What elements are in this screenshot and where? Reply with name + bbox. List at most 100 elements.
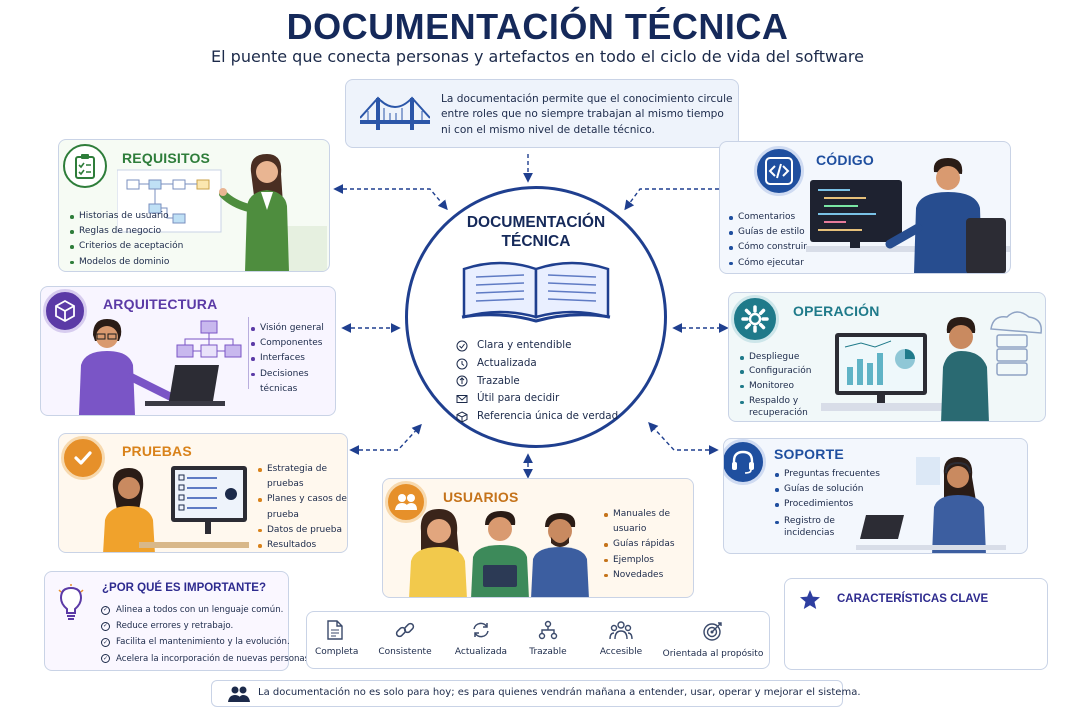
- quality-label: Referencia única de verdad: [477, 410, 619, 423]
- list-item: Comentarios: [728, 210, 807, 225]
- list-item: Planes y casos de prueba: [257, 492, 347, 522]
- coder-at-monitor-illustration: [806, 158, 1010, 273]
- list-item: ✓ Acelera la incorporación de nuevas pers…: [101, 651, 312, 667]
- list-item: Interfaces: [250, 351, 335, 366]
- list-item: Configuración: [739, 364, 817, 378]
- quality-label: Actualizada: [477, 356, 537, 369]
- feature-label: Consistente: [378, 647, 432, 657]
- headset-icon: [724, 439, 766, 485]
- list-item: Guías de estilo: [728, 225, 807, 240]
- soporte-list: Preguntas frecuentes Guías de solución P…: [774, 467, 880, 539]
- center-qualities: Clara y entendible Actualizada Trazable …: [456, 337, 618, 426]
- list-item: Guías de solución: [774, 482, 880, 497]
- feature-label: Completa: [315, 647, 359, 657]
- star-icon: [800, 590, 820, 609]
- feature-actualizada: Actualizada: [451, 620, 511, 657]
- checkmark-icon: [61, 436, 105, 480]
- arquitectura-list: Visión general Componentes Interfaces De…: [250, 321, 335, 397]
- ops-dashboard-illustration: [821, 311, 1042, 421]
- list-item: Monitoreo: [739, 379, 817, 393]
- center-title: DOCUMENTACIÓN TÉCNICA: [408, 213, 664, 251]
- pruebas-list: Estrategia de pruebas Planes y casos de …: [257, 462, 347, 552]
- document-icon: [327, 620, 343, 640]
- intro-text: La documentación permite que el conocimi…: [441, 93, 733, 136]
- check-circle-icon: ✓: [101, 621, 110, 631]
- node-arquitectura: ARQUITECTURA Visión general Componentes …: [40, 286, 336, 416]
- check-circle-icon: [456, 340, 468, 352]
- code-icon: [754, 146, 804, 196]
- feature-label: Accesible: [599, 647, 643, 657]
- pruebas-title: PRUEBAS: [122, 443, 192, 459]
- list-item: ✓Facilita el mantenimiento y la evolució…: [101, 634, 312, 650]
- cube-icon: [456, 411, 468, 423]
- node-pruebas: PRUEBAS Estrategia de pruebas Planes y c…: [58, 433, 348, 553]
- list-item: Modelos de dominio: [69, 255, 183, 270]
- feature-orientada: Orientada al propósito: [659, 620, 767, 659]
- requisitos-title: REQUISITOS: [122, 150, 211, 166]
- list-item: Componentes: [250, 336, 335, 351]
- divider: [248, 317, 249, 389]
- cube-network-icon: [43, 289, 87, 333]
- key-characteristics-box: CARACTERÍSTICAS CLAVE: [784, 578, 1048, 670]
- operacion-list: Despliegue Configuración Monitoreo Respa…: [739, 350, 817, 419]
- feature-label: Trazable: [529, 647, 567, 657]
- lightbulb-icon: [58, 584, 84, 620]
- feature-consistente: Consistente: [377, 620, 433, 657]
- list-item: Criterios de aceptación: [69, 239, 183, 254]
- list-item: ✓ Reduce errores y retrabajo.: [101, 618, 312, 634]
- list-item: Novedades: [603, 568, 693, 583]
- why-item-label: Reduce errores y retrabajo.: [116, 621, 234, 632]
- developer-laptop-illustration: [79, 319, 225, 415]
- tester-monitor-illustration: [103, 466, 249, 552]
- clock-icon: [456, 358, 468, 370]
- feature-trazable: Trazable: [525, 620, 571, 657]
- node-requisitos: REQUISITOS Historias de usuario Reglas d…: [58, 139, 330, 272]
- quality-item: Útil para decidir: [456, 390, 618, 408]
- refresh-icon: [473, 622, 489, 638]
- list-item: Estrategia de pruebas: [257, 462, 347, 492]
- list-item: Cómo ejecutar: [728, 256, 807, 271]
- check-circle-icon: ✓: [101, 654, 110, 664]
- why-item-label: Acelera la incorporación de nuevas perso…: [116, 653, 312, 664]
- quality-label: Útil para decidir: [477, 392, 560, 405]
- list-item: Registro de incidencias: [774, 515, 852, 539]
- page-subtitle: El puente que conecta personas y artefac…: [211, 47, 864, 66]
- codigo-list: Comentarios Guías de estilo Cómo constru…: [728, 210, 807, 271]
- why-item-label: Facilita el mantenimiento y la evolución…: [116, 637, 290, 648]
- list-item: Respaldo y recuperación: [739, 395, 817, 419]
- open-book-icon: [461, 261, 611, 323]
- footer-text: La documentación no es solo para hoy; es…: [258, 687, 861, 698]
- why-list: ✓Alinea a todos con un lenguaje común. ✓…: [101, 602, 312, 667]
- quality-label: Clara y entendible: [477, 339, 572, 351]
- operacion-title: OPERACIÓN: [793, 303, 880, 319]
- list-item: Visión general: [250, 321, 335, 336]
- people-icon: [609, 621, 633, 640]
- requisitos-list: Historias de usuario Reglas de negocio C…: [69, 209, 183, 270]
- list-item: Cómo construir: [728, 240, 807, 255]
- presenter-woman-illustration: [219, 154, 327, 271]
- group-icon: [228, 686, 250, 702]
- why-title: ¿POR QUÉ ES IMPORTANTE?: [102, 582, 266, 594]
- list-item: Preguntas frecuentes: [774, 467, 880, 482]
- node-codigo: CÓDIGO Comentarios Guías de estilo Cómo …: [719, 141, 1011, 274]
- usuarios-list: Manuales de usuario Guías rápidas Ejempl…: [603, 507, 693, 583]
- gear-icon: [731, 295, 779, 343]
- feature-accesible: Accesible: [597, 620, 645, 657]
- target-icon: [703, 622, 722, 641]
- list-item: Ejemplos: [603, 553, 693, 568]
- feature-label: Orientada al propósito: [662, 649, 764, 659]
- arquitectura-title: ARQUITECTURA: [103, 296, 218, 312]
- center-title-line2: TÉCNICA: [501, 233, 571, 250]
- quality-item: Trazable: [456, 373, 618, 391]
- list-item: Reglas de negocio: [69, 224, 183, 239]
- why-important-box: ¿POR QUÉ ES IMPORTANTE? ✓Alinea a todos …: [44, 571, 312, 671]
- node-soporte: SOPORTE Preguntas frecuentes Guías de so…: [723, 438, 1028, 554]
- clipboard-icon: [63, 144, 107, 188]
- flowchart-board-illustration: [117, 169, 222, 233]
- quality-label: Trazable: [477, 374, 520, 387]
- list-item: Guías rápidas: [603, 537, 693, 552]
- quality-item: Referencia única de verdad: [456, 408, 618, 426]
- feature-label: Actualizada: [454, 647, 508, 657]
- trace-icon: [456, 375, 468, 387]
- node-usuarios: USUARIOS Manuales de usuario Guías rápid…: [382, 478, 694, 598]
